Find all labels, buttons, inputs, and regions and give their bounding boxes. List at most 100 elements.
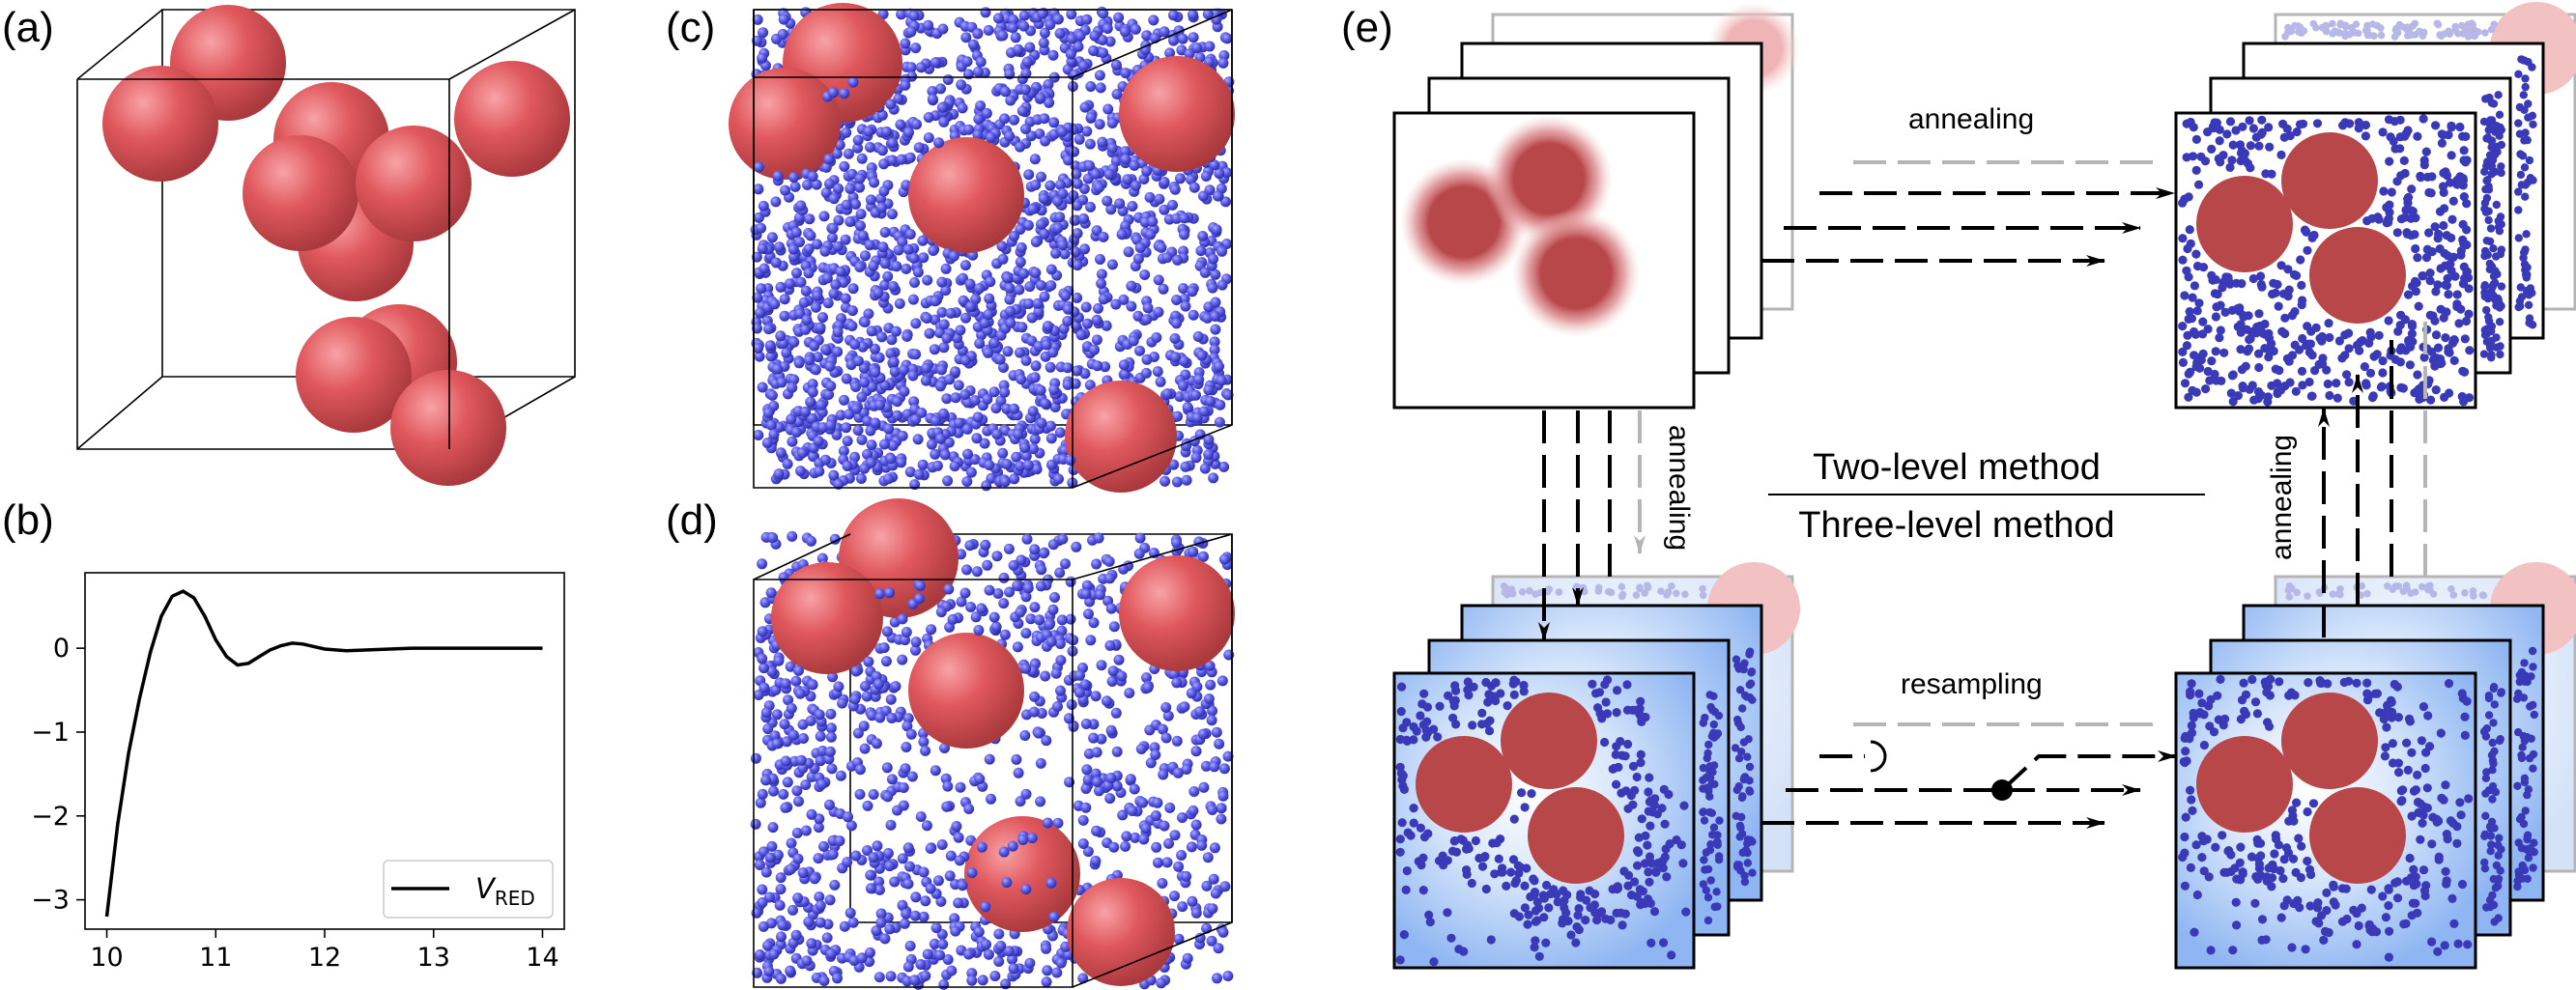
small-sphere [983,309,994,321]
small-sphere [841,199,852,211]
small-sphere [900,79,911,91]
small-sphere [803,917,815,927]
small-particle [2384,952,2393,962]
small-sphere [895,119,906,130]
small-particle [2186,785,2195,795]
small-particle [2238,122,2247,131]
small-sphere [771,738,783,750]
small-particle [2447,893,2457,904]
small-particle [1706,876,1715,885]
small-sphere [1219,881,1231,892]
small-sphere [1036,564,1047,576]
small-sphere [801,314,813,325]
small-sphere [1111,89,1123,99]
large-particle [2196,736,2293,833]
small-particle [2525,319,2533,327]
small-sphere [1077,838,1089,849]
small-sphere [1013,43,1024,55]
small-sphere [861,691,873,702]
small-particle [2190,351,2199,360]
small-sphere [885,693,897,705]
small-sphere [800,285,812,297]
small-sphere [968,39,979,50]
small-particle [2400,315,2410,325]
small-sphere [1027,204,1039,214]
small-sphere [1026,833,1038,844]
small-sphere [773,468,785,480]
small-particle [2457,21,2466,30]
small-particle [1448,713,1458,722]
small-sphere [934,949,946,961]
small-particle [1534,951,1544,961]
small-sphere [948,250,959,262]
small-particle [1747,668,1756,677]
small-particle [2433,280,2443,290]
small-particle [1435,701,1445,711]
small-particle [2191,840,2201,850]
small-particle [2479,591,2488,600]
small-particle [2391,26,2400,34]
small-particle [2464,309,2474,319]
small-sphere [834,835,845,847]
small-sphere [939,743,950,753]
small-sphere [865,194,876,206]
small-particle [2183,330,2192,340]
small-particle [2495,110,2504,120]
small-particle [1530,943,1539,952]
small-sphere [1015,461,1026,472]
small-particle [1708,831,1717,839]
small-sphere [810,364,821,376]
small-sphere [1021,56,1033,68]
small-sphere [757,558,768,570]
small-particle [2424,228,2434,238]
small-sphere [1130,23,1141,35]
x-tick-label: 12 [308,943,341,973]
small-sphere [882,270,894,282]
small-sphere [930,765,941,777]
small-particle [2405,360,2415,370]
small-particle [2486,847,2495,856]
small-sphere [792,892,804,904]
small-particle [2419,865,2429,875]
small-sphere [1023,169,1035,181]
small-sphere [1175,173,1186,184]
small-sphere [878,438,890,450]
small-particle [2435,244,2445,254]
small-sphere [1105,773,1117,783]
small-particle [1542,880,1552,891]
small-particle [2403,290,2414,299]
small-particle [2407,748,2417,757]
small-sphere [983,347,993,358]
large-sphere [296,317,412,433]
small-sphere [1138,834,1150,845]
small-sphere [1018,20,1030,32]
small-particle [2381,743,2390,752]
small-particle [2365,368,2376,378]
small-sphere [1218,553,1230,565]
small-sphere [791,828,803,838]
small-sphere [1022,582,1034,594]
small-sphere [941,801,953,812]
small-particle [2290,307,2300,317]
small-particle [2398,383,2408,393]
small-particle [2291,867,2301,878]
small-particle [2520,736,2530,746]
small-particle [2323,379,2333,389]
small-particle [2488,738,2497,748]
small-particle [2249,395,2259,405]
small-sphere [1094,182,1104,193]
small-particle [2244,344,2254,354]
small-sphere [1047,49,1059,61]
small-sphere [1074,669,1085,681]
small-particle [2529,764,2537,773]
small-sphere [902,721,913,732]
small-particle [1471,835,1480,846]
small-particle [2497,168,2505,178]
small-sphere [904,467,916,478]
small-sphere [856,153,868,164]
small-particle [1700,816,1709,825]
small-sphere [809,340,820,352]
small-sphere [961,564,972,576]
small-sphere [1036,171,1046,183]
small-particle [2433,343,2444,353]
